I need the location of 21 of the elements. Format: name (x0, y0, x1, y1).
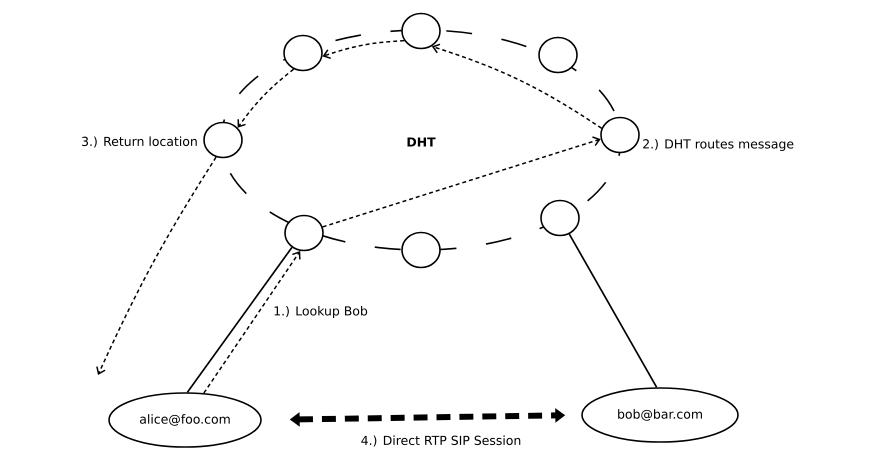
circle-node (203, 122, 243, 158)
circle-node (401, 12, 441, 50)
arrow (203, 250, 301, 394)
step-label: 2.) DHT routes message (643, 138, 794, 152)
ring-title: DHT (408, 137, 436, 147)
arrow (322, 136, 601, 228)
ellipse-node: bob@bar.com (581, 387, 739, 443)
circle-node (538, 36, 578, 74)
circle-node (600, 116, 640, 154)
edge-label: 1.) Lookup Bob (272, 304, 369, 320)
circle-node (401, 232, 441, 268)
arrow (96, 156, 217, 375)
arrow (432, 44, 602, 129)
ellipse-node: alice@foo.com (108, 392, 262, 448)
arrow (322, 40, 404, 60)
arrow (238, 68, 294, 128)
circle-node (540, 200, 580, 236)
step-label: 3.) Return location (82, 136, 197, 148)
edge-label: 4.) Direct RTP SIP Session (360, 434, 522, 448)
circle-node (284, 214, 324, 252)
circle-node (283, 34, 323, 72)
